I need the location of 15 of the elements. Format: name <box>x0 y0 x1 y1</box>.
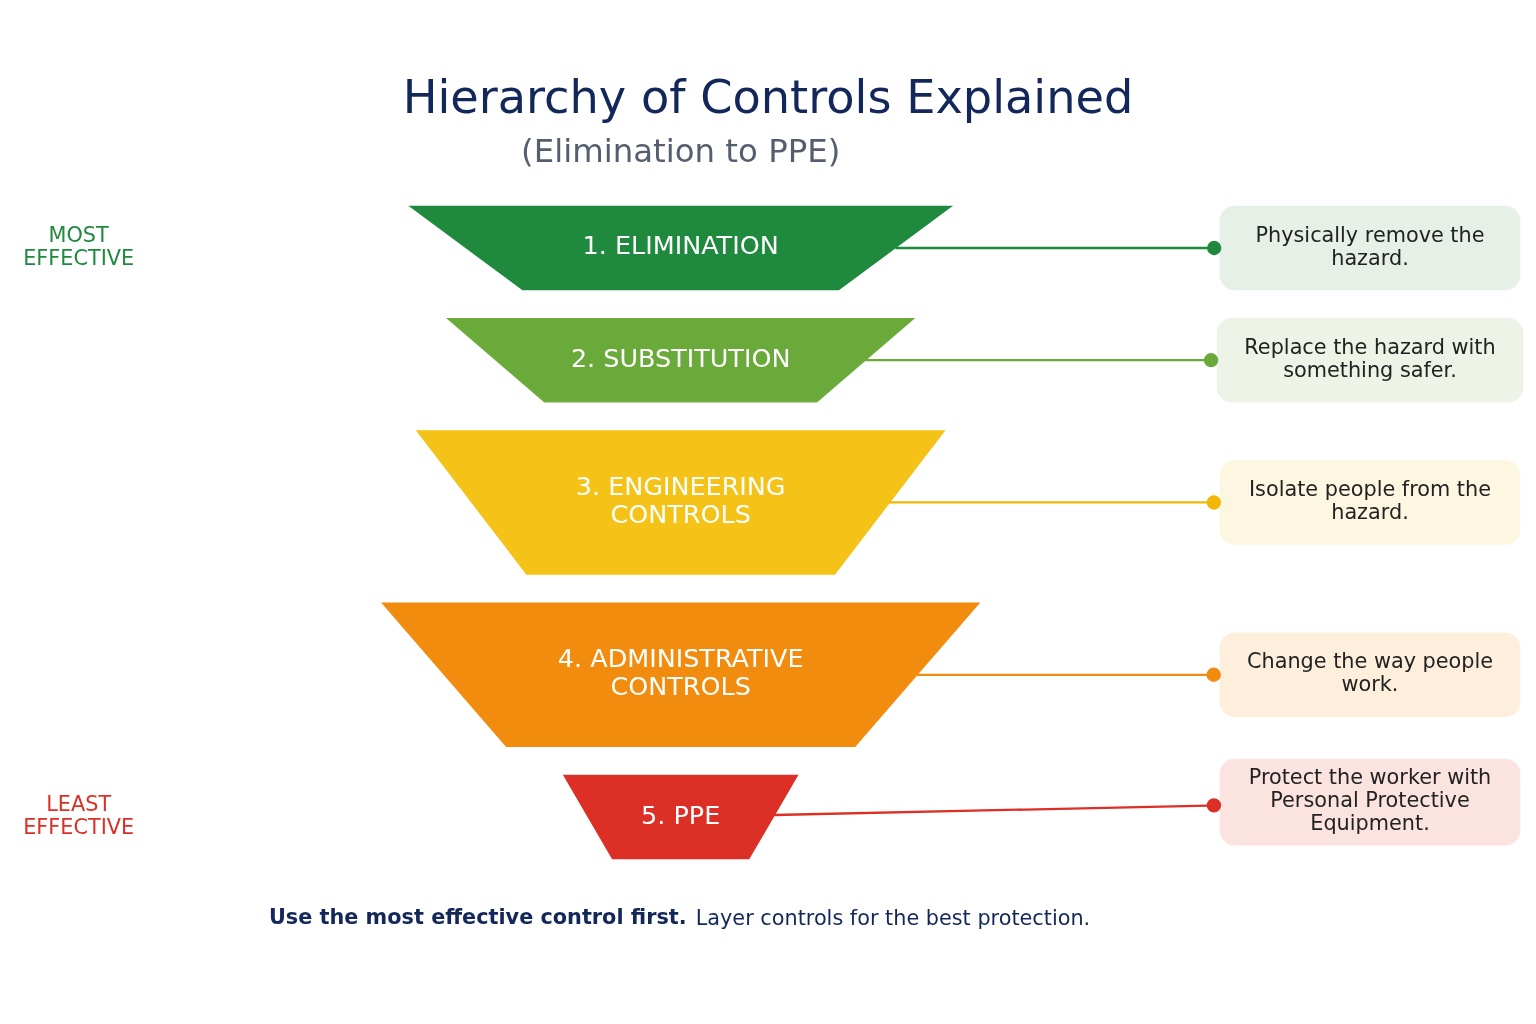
connector <box>895 240 1222 256</box>
connector <box>865 353 1219 368</box>
connector <box>889 495 1222 510</box>
label: (Elimination to PPE) <box>521 132 841 171</box>
node-box: Protect the worker with Personal Protective Equipment. <box>1219 758 1521 846</box>
connector <box>774 798 1222 817</box>
label: LEAST EFFECTIVE <box>23 791 135 839</box>
node-box: Replace the hazard with something safer. <box>1216 318 1524 403</box>
diagram-title: Hierarchy of Controls Explained <box>402 70 1134 125</box>
connector <box>917 667 1221 682</box>
node-box: Isolate people from the hazard. <box>1219 460 1521 545</box>
label: MOST EFFECTIVE <box>23 222 135 270</box>
label: Use the most effective control first. Layer controls for the best protection. <box>268 904 1091 931</box>
node-box: Physically remove the hazard. <box>1219 205 1521 291</box>
node-box: Change the way people work. <box>1219 632 1521 717</box>
